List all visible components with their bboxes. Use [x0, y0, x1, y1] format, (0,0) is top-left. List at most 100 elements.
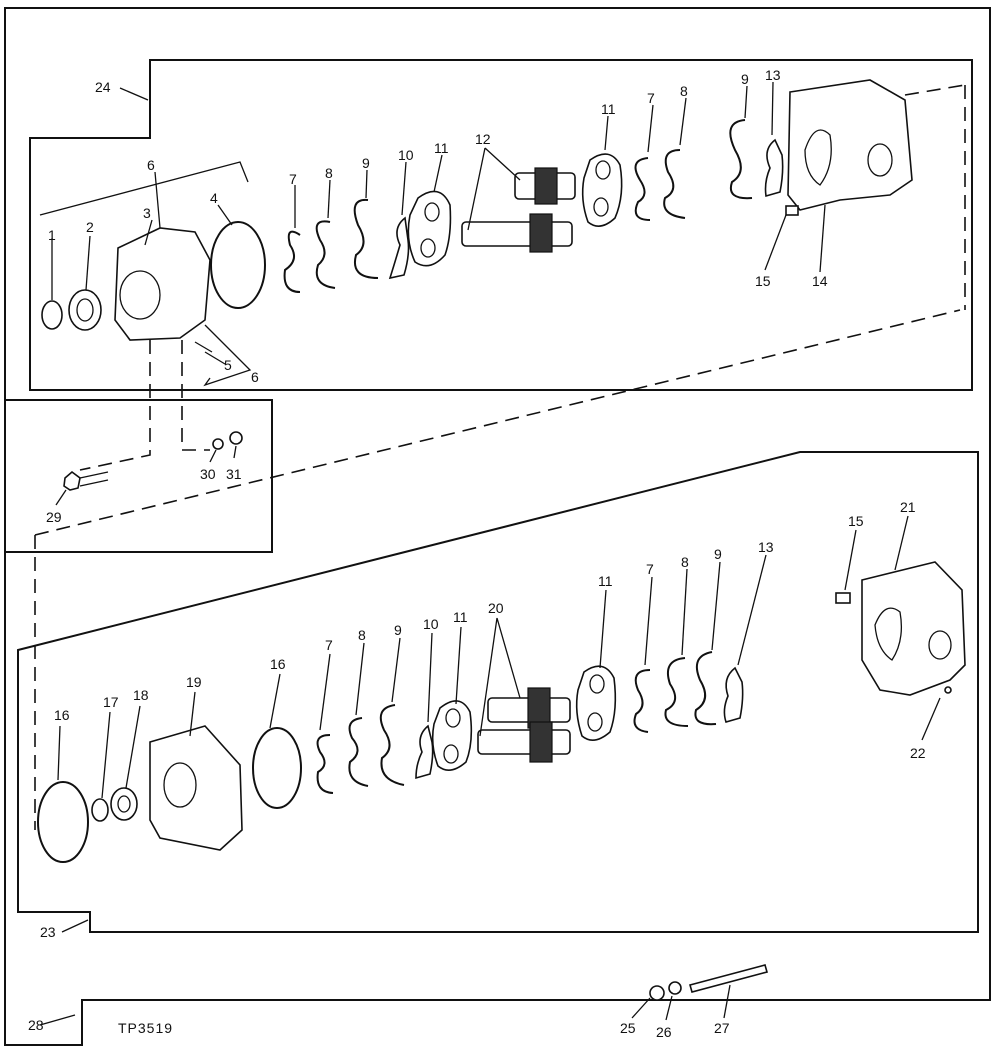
- part-snap-ring-17: [91, 798, 109, 822]
- frame-24: [29, 59, 973, 391]
- callout-24: 24: [95, 79, 111, 95]
- part-idler-gear-20: [477, 729, 571, 755]
- callout-7c: 7: [325, 637, 333, 653]
- callout-11c: 11: [453, 609, 468, 625]
- part-seal-9d: [694, 651, 717, 726]
- callout-2: 2: [86, 219, 94, 235]
- frame-divider-upper: [5, 399, 273, 553]
- callout-21: 21: [900, 499, 916, 515]
- callout-16a: 16: [54, 707, 70, 723]
- part-seal-7c: [316, 734, 334, 794]
- part-stud-27: [689, 964, 768, 993]
- callout-6a: 6: [147, 157, 155, 173]
- callout-8b: 8: [680, 83, 688, 99]
- part-wear-plate-hole-b: [420, 238, 436, 258]
- part-idler-gear-teeth: [529, 213, 553, 253]
- part-wear-plate-11b: [581, 153, 623, 227]
- part-wear-plate-11: [407, 190, 452, 267]
- callout-8d: 8: [681, 554, 689, 570]
- part-wear-plate-d-hole-b: [587, 712, 603, 732]
- part-washer-26: [668, 981, 682, 995]
- part-seal-8b: [663, 149, 686, 219]
- figure-reference-code: TP3519: [118, 1020, 173, 1036]
- part-seal-9b: [729, 119, 753, 200]
- frame-23: [17, 451, 979, 933]
- part-seal-7b: [634, 157, 651, 221]
- part-rear-cover-bore: [163, 762, 197, 808]
- callout-17: 17: [103, 694, 119, 710]
- part-wear-plate-c-hole-a: [445, 708, 461, 728]
- part-bearing-2-inner: [76, 298, 94, 322]
- part-wear-plate-11d: [575, 665, 617, 741]
- part-dowel-15: [785, 205, 799, 216]
- callout-26: 26: [656, 1024, 672, 1040]
- callout-31: 31: [226, 466, 242, 482]
- part-washer-30: [212, 438, 224, 450]
- callout-11d: 11: [598, 573, 613, 589]
- part-seal-7: [283, 230, 301, 293]
- callout-9b: 9: [741, 71, 749, 87]
- callout-12: 12: [475, 131, 491, 147]
- callout-23: 23: [40, 924, 56, 940]
- part-wear-plate-d-hole-a: [589, 674, 605, 694]
- part-front-cover-6: [114, 227, 211, 341]
- callout-9a: 9: [362, 155, 370, 171]
- callout-18: 18: [133, 687, 149, 703]
- part-body-14: [787, 79, 913, 211]
- part-wear-plate-b-hole-a: [595, 160, 611, 180]
- callout-7d: 7: [646, 561, 654, 577]
- part-plug-22: [944, 686, 952, 694]
- part-bolt-29-shank: [79, 471, 109, 487]
- callout-27: 27: [714, 1020, 730, 1036]
- part-backup-13: [764, 138, 784, 198]
- part-nut-25: [649, 985, 665, 1001]
- callout-4: 4: [210, 190, 218, 206]
- callout-10a: 10: [398, 147, 414, 163]
- callout-28: 28: [28, 1017, 44, 1033]
- assembly-line-stud: [181, 340, 210, 451]
- part-wear-plate-c-hole-b: [443, 744, 459, 764]
- part-backup-13b: [723, 666, 744, 723]
- part-bearing-2: [68, 289, 102, 331]
- part-seal-8c: [348, 717, 369, 787]
- part-o-ring-16: [37, 781, 89, 863]
- part-seal-9c: [379, 704, 405, 786]
- callout-7a: 7: [289, 171, 297, 187]
- part-drive-gear-teeth: [534, 167, 558, 205]
- callout-7b: 7: [647, 90, 655, 106]
- part-body-14-cavity: [804, 129, 832, 186]
- part-seal-8: [315, 220, 336, 289]
- part-seal-8d: [664, 657, 689, 727]
- part-body-21-port: [928, 630, 952, 660]
- callout-1: 1: [48, 227, 56, 243]
- part-wear-plate-11c: [431, 700, 473, 771]
- part-dowel-15b: [835, 592, 851, 604]
- part-o-ring-16b: [252, 727, 302, 809]
- part-idler-gear-12: [461, 221, 573, 247]
- assembly-line-cross: [34, 309, 961, 536]
- callout-19: 19: [186, 674, 202, 690]
- part-seal-9: [353, 198, 379, 279]
- part-bearing-18-inner: [117, 795, 131, 813]
- assembly-line-upper: [904, 84, 966, 310]
- callout-9d: 9: [714, 546, 722, 562]
- part-body-21: [861, 561, 966, 696]
- leader-lines: [39, 81, 941, 1026]
- part-idler-gear-20-teeth: [529, 721, 553, 763]
- part-backup-10: [388, 216, 410, 280]
- part-body-21-cavity: [874, 607, 903, 661]
- part-wear-plate-hole-a: [424, 202, 440, 222]
- callout-15a: 15: [755, 273, 771, 289]
- callout-3: 3: [143, 205, 151, 221]
- part-front-cover-bore: [119, 270, 161, 320]
- callout-25: 25: [620, 1020, 636, 1036]
- part-wear-plate-b-hole-b: [593, 197, 609, 217]
- callout-13b: 13: [758, 539, 774, 555]
- frame-28: [4, 7, 991, 1046]
- callout-16b: 16: [270, 656, 286, 672]
- part-seal-7d: [633, 669, 651, 733]
- callout-10c: 10: [423, 616, 439, 632]
- callout-6b: 6: [251, 369, 259, 385]
- callout-30: 30: [200, 466, 216, 482]
- callout-8a: 8: [325, 165, 333, 181]
